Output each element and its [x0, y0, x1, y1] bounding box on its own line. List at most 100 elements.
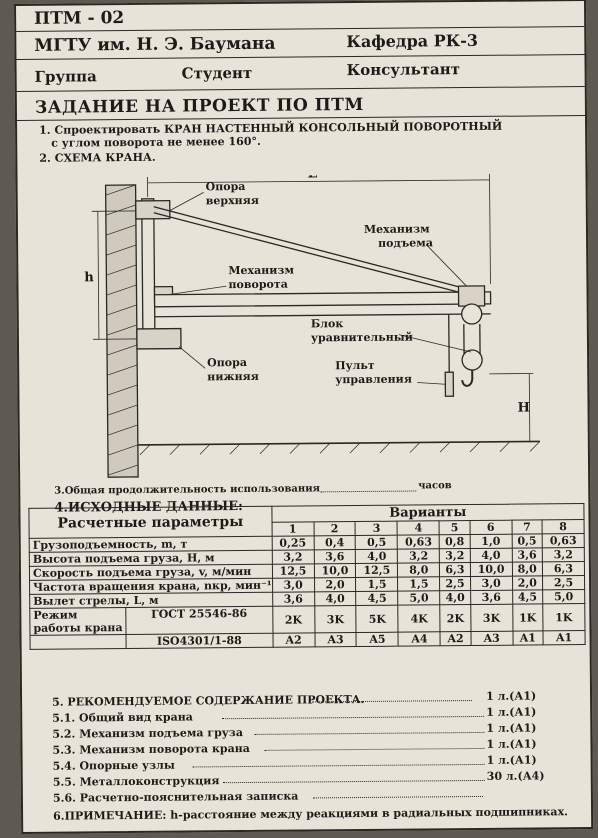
table-cell: 5,0: [398, 590, 441, 606]
hook-block: [461, 349, 483, 371]
row-label: Скорость подъема груза, v, м/мин: [29, 564, 273, 581]
task-item-1-line-2: с углом поворота не менее 160°.: [51, 134, 261, 150]
variant-number: 5: [439, 520, 470, 535]
upper-support-label-1: Опора: [206, 180, 246, 193]
task-title: ЗАДАНИЕ НА ПРОЕКТ ПО ПТМ: [34, 94, 364, 118]
table-cell: 2K: [440, 604, 471, 632]
item-6-note: 6.ПРИМЕЧАНИЕ: h-расстояние между реакция…: [53, 805, 568, 823]
table-cell: 4,5: [356, 591, 399, 606]
table-cell: A2: [440, 631, 471, 646]
form-code: ПТМ - 02: [34, 8, 125, 29]
table-cell: A4: [398, 631, 441, 647]
table-cell: 0,4: [313, 535, 356, 550]
mode-std-2: ISO4301/1-88: [156, 634, 242, 648]
floor-line: [137, 440, 540, 446]
upper-support-label-2: верхняя: [206, 194, 259, 207]
list-item-value: 1 л.(А1): [486, 705, 537, 719]
variant-number: 4: [397, 520, 440, 536]
variant-number: 8: [541, 519, 585, 534]
list-item: 5.2. Механизм подъема груза: [52, 726, 243, 741]
params-header: Расчетные параметры: [28, 506, 272, 539]
mode-std-1: ГОСТ 25546-86: [151, 606, 248, 621]
table-cell: 0,63: [397, 534, 440, 550]
table-cell: 3,2: [439, 548, 471, 563]
control-panel-label-1: Пульт: [335, 359, 375, 372]
jib-beam: [153, 291, 492, 308]
table-cell: 2,0: [314, 577, 357, 592]
pulley-block-label-1: Блок: [311, 317, 344, 330]
variant-number: 1: [271, 521, 314, 537]
header-row-people: Группа Студент Консультант: [16, 55, 585, 92]
table-cell: 1,0: [469, 534, 512, 549]
table-cell: A3: [470, 631, 513, 646]
table-cell: 8,0: [511, 561, 543, 577]
table-cell: 8,0: [397, 562, 440, 578]
row-label: Частота вращения крана, nкр, мин⁻¹: [29, 578, 273, 595]
list-item: 5.1. Общий вид крана: [52, 710, 193, 725]
params-table: Расчетные параметры Варианты 1 2 3 4 5 6…: [28, 503, 586, 650]
table-cell: 4,0: [439, 590, 471, 605]
table-cell: 0,5: [355, 535, 398, 550]
table-cell: 1,5: [397, 576, 440, 592]
pulley-block-label-2: уравнительный: [311, 331, 413, 345]
table-cell: 12,5: [272, 563, 315, 579]
list-item-value: 30 л.(А4): [486, 769, 545, 783]
table-cell: 1,5: [355, 577, 399, 592]
table-cell: 0,63: [542, 533, 585, 548]
drum: [461, 303, 483, 325]
table-cell: 1K: [542, 603, 585, 631]
table-cell: 6,3: [542, 561, 585, 576]
list-item: 5.4. Опорные узлы: [52, 758, 175, 773]
table-cell: 1K: [512, 603, 543, 632]
table-cell: 4,0: [314, 591, 357, 606]
item-5-value: 1 л.(А1): [486, 689, 537, 703]
table-cell: 4,0: [355, 549, 398, 564]
list-item-value: 1 л.(А1): [486, 753, 537, 767]
list-item-value: 1 л.(А1): [486, 721, 537, 735]
table-cell: A1: [542, 630, 586, 645]
table-cell: A5: [356, 632, 399, 647]
rotation-mech-label-1: Механизм: [228, 264, 294, 278]
list-item: 5.6. Расчетно-пояснительная записка: [52, 789, 299, 805]
list-item-value: 1 л.(А1): [486, 737, 537, 751]
table-cell: A3: [314, 632, 357, 647]
table-cell: 5,0: [542, 589, 585, 604]
lower-support-label-1: Опора: [207, 356, 247, 369]
table-cell: 3,0: [272, 577, 315, 593]
table-cell: 6,3: [439, 562, 471, 577]
table-cell: 4,5: [512, 589, 543, 605]
lower-support: [136, 327, 182, 350]
table-cell: 3,6: [272, 591, 315, 607]
table-cell: 2,0: [512, 575, 543, 591]
item-3-unit: часов: [418, 480, 452, 492]
table-cell: 3,6: [511, 547, 543, 563]
group-label: Группа: [34, 67, 97, 86]
list-item: 5.5. Металлоконструкция: [52, 774, 220, 789]
mode-label: Режим работы крана: [30, 608, 127, 635]
table-cell: 3,6: [470, 590, 513, 605]
lifting-mech-label-2: подъема: [378, 236, 433, 249]
hook: [461, 370, 474, 387]
table-cell: A2: [272, 632, 315, 648]
task-item-2: 2. СХЕМА КРАНА.: [39, 150, 156, 165]
lifting-mechanism: [457, 285, 486, 307]
table-cell: 10,0: [470, 562, 513, 577]
table-cell: 10,0: [313, 563, 356, 578]
lifting-mech-label-1: Механизм: [364, 222, 430, 236]
item-3-text: 3.Общая продолжительность использования: [54, 483, 321, 497]
consultant-label: Консультант: [346, 60, 461, 80]
table-cell: 2,5: [439, 576, 471, 591]
table-cell: 5K: [356, 605, 399, 633]
crane-mast: [141, 198, 156, 350]
table-cell: 3,6: [313, 549, 356, 564]
dim-h-label: h: [84, 270, 94, 285]
table-cell: 4K: [398, 604, 441, 633]
mode-row: Режим работы крана ГОСТ 25546-86: [29, 606, 273, 636]
pendant-cable: [448, 314, 450, 373]
floor-hatch: [139, 441, 541, 456]
list-item: 5.3. Механизм поворота крана: [52, 741, 250, 757]
wall-hatch: [105, 184, 139, 476]
table-cell: 4,0: [469, 548, 512, 563]
table-cell: A1: [512, 630, 544, 646]
table-cell: 3,2: [271, 549, 314, 565]
